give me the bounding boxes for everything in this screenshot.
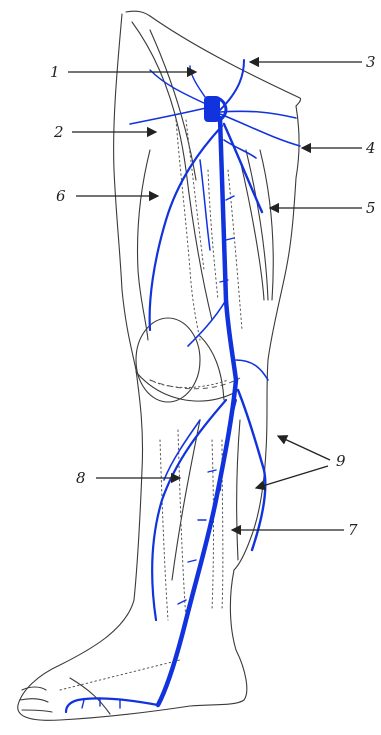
arrow-9b xyxy=(256,466,328,488)
label-4: 4 xyxy=(365,139,376,157)
label-arrows xyxy=(68,62,362,530)
label-7: 7 xyxy=(348,521,358,539)
label-1: 1 xyxy=(50,63,60,81)
label-9: 9 xyxy=(336,452,346,470)
arrow-9a xyxy=(278,436,330,460)
veins xyxy=(66,60,300,712)
label-8: 8 xyxy=(76,469,86,487)
label-6: 6 xyxy=(56,187,66,205)
label-3: 3 xyxy=(366,53,376,71)
label-5: 5 xyxy=(366,199,376,217)
dotted-contours xyxy=(60,120,242,690)
label-2: 2 xyxy=(53,123,64,141)
